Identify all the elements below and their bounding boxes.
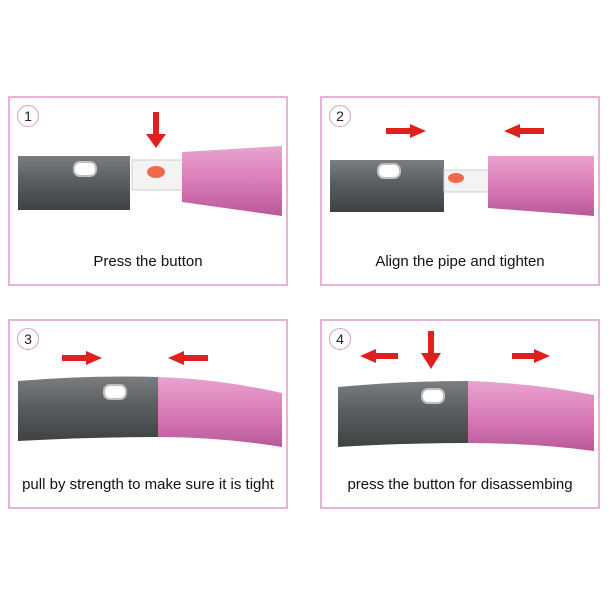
gray-tube <box>338 381 468 447</box>
left-arrow-icon <box>168 351 208 365</box>
step-caption: Press the button <box>93 253 203 270</box>
down-arrow-icon <box>421 331 441 369</box>
step-caption: Align the pipe and tighten <box>375 253 545 270</box>
step-3-illustration <box>18 351 282 447</box>
left-arrow-icon <box>360 349 398 363</box>
step-panel-4: 4 press the button for disassembing <box>320 319 600 509</box>
step-4-illustration <box>338 331 594 451</box>
step-panel-1: 1 Press the button <box>8 96 288 286</box>
down-arrow-icon <box>146 112 166 148</box>
pink-tube <box>488 156 594 216</box>
right-arrow-icon <box>62 351 102 365</box>
pink-tube <box>468 381 594 451</box>
spring-pin <box>147 166 165 178</box>
gray-tube <box>18 156 130 210</box>
tube-button <box>103 384 127 400</box>
spring-pin <box>448 173 464 183</box>
right-arrow-icon <box>512 349 550 363</box>
step-number-badge: 4 <box>329 328 351 350</box>
tube-button <box>377 163 401 179</box>
gray-tube <box>18 376 158 441</box>
step-caption: press the button for disassembing <box>347 476 573 493</box>
left-arrow-icon <box>504 124 544 138</box>
pink-tube <box>158 377 282 447</box>
tube-button <box>73 161 97 177</box>
step-caption: pull by strength to make sure it is tigh… <box>22 476 274 493</box>
step-number-badge: 1 <box>17 105 39 127</box>
pink-tube <box>182 146 282 216</box>
step-panel-2: 2 Align the pipe and tighten <box>320 96 600 286</box>
step-panel-3: 3 pull by strength to make sure it is ti… <box>8 319 288 509</box>
step-number-badge: 2 <box>329 105 351 127</box>
step-number-badge: 3 <box>17 328 39 350</box>
gray-tube <box>330 160 444 212</box>
step-2-illustration <box>330 124 594 216</box>
right-arrow-icon <box>386 124 426 138</box>
tube-button <box>421 388 445 404</box>
step-1-illustration <box>18 112 282 216</box>
